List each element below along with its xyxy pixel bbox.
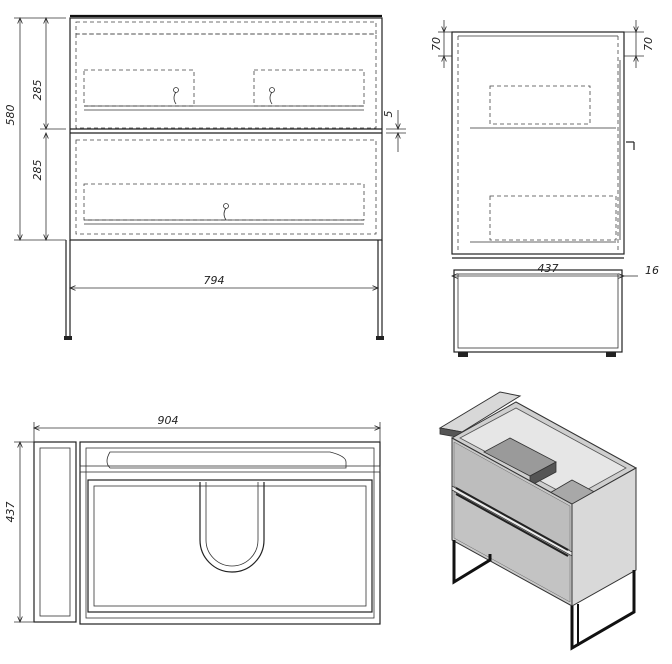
top-view-side-frame bbox=[33, 441, 77, 623]
iso-top-drawer bbox=[453, 441, 571, 551]
dim-side-top-offset-right: 70 bbox=[642, 37, 655, 51]
side-view: 70 70 437 16 bbox=[430, 20, 659, 357]
front-top-drawer bbox=[75, 33, 377, 129]
dim-inner-width: 794 bbox=[204, 274, 225, 287]
top-view: 904 437 bbox=[4, 414, 381, 625]
iso-side-face bbox=[571, 467, 637, 607]
side-bottom-drawer-box bbox=[489, 195, 617, 241]
dim-gap: 5 bbox=[382, 111, 395, 118]
dim-panel-thickness: 16 bbox=[645, 264, 659, 277]
dim-total-width: 904 bbox=[158, 414, 179, 427]
side-cabinet-outline bbox=[451, 31, 625, 255]
side-top-drawer-box bbox=[489, 85, 591, 125]
dim-bottom-drawer-height: 285 bbox=[31, 160, 44, 181]
top-view-body bbox=[79, 441, 381, 625]
side-leg-frame bbox=[453, 269, 623, 353]
iso-right-leg bbox=[570, 570, 636, 651]
dim-top-depth: 437 bbox=[4, 502, 17, 523]
dim-side-top-offset: 70 bbox=[430, 37, 443, 51]
dim-top-drawer-height: 285 bbox=[31, 80, 44, 101]
front-bottom-drawer bbox=[75, 139, 377, 235]
siphon-cutout bbox=[199, 482, 265, 573]
front-view: 580 285 285 5 794 bbox=[4, 14, 406, 340]
iso-left-leg bbox=[452, 540, 492, 585]
isometric-view bbox=[438, 391, 638, 651]
dim-side-depth: 437 bbox=[538, 262, 559, 275]
dim-total-height: 580 bbox=[4, 105, 17, 126]
